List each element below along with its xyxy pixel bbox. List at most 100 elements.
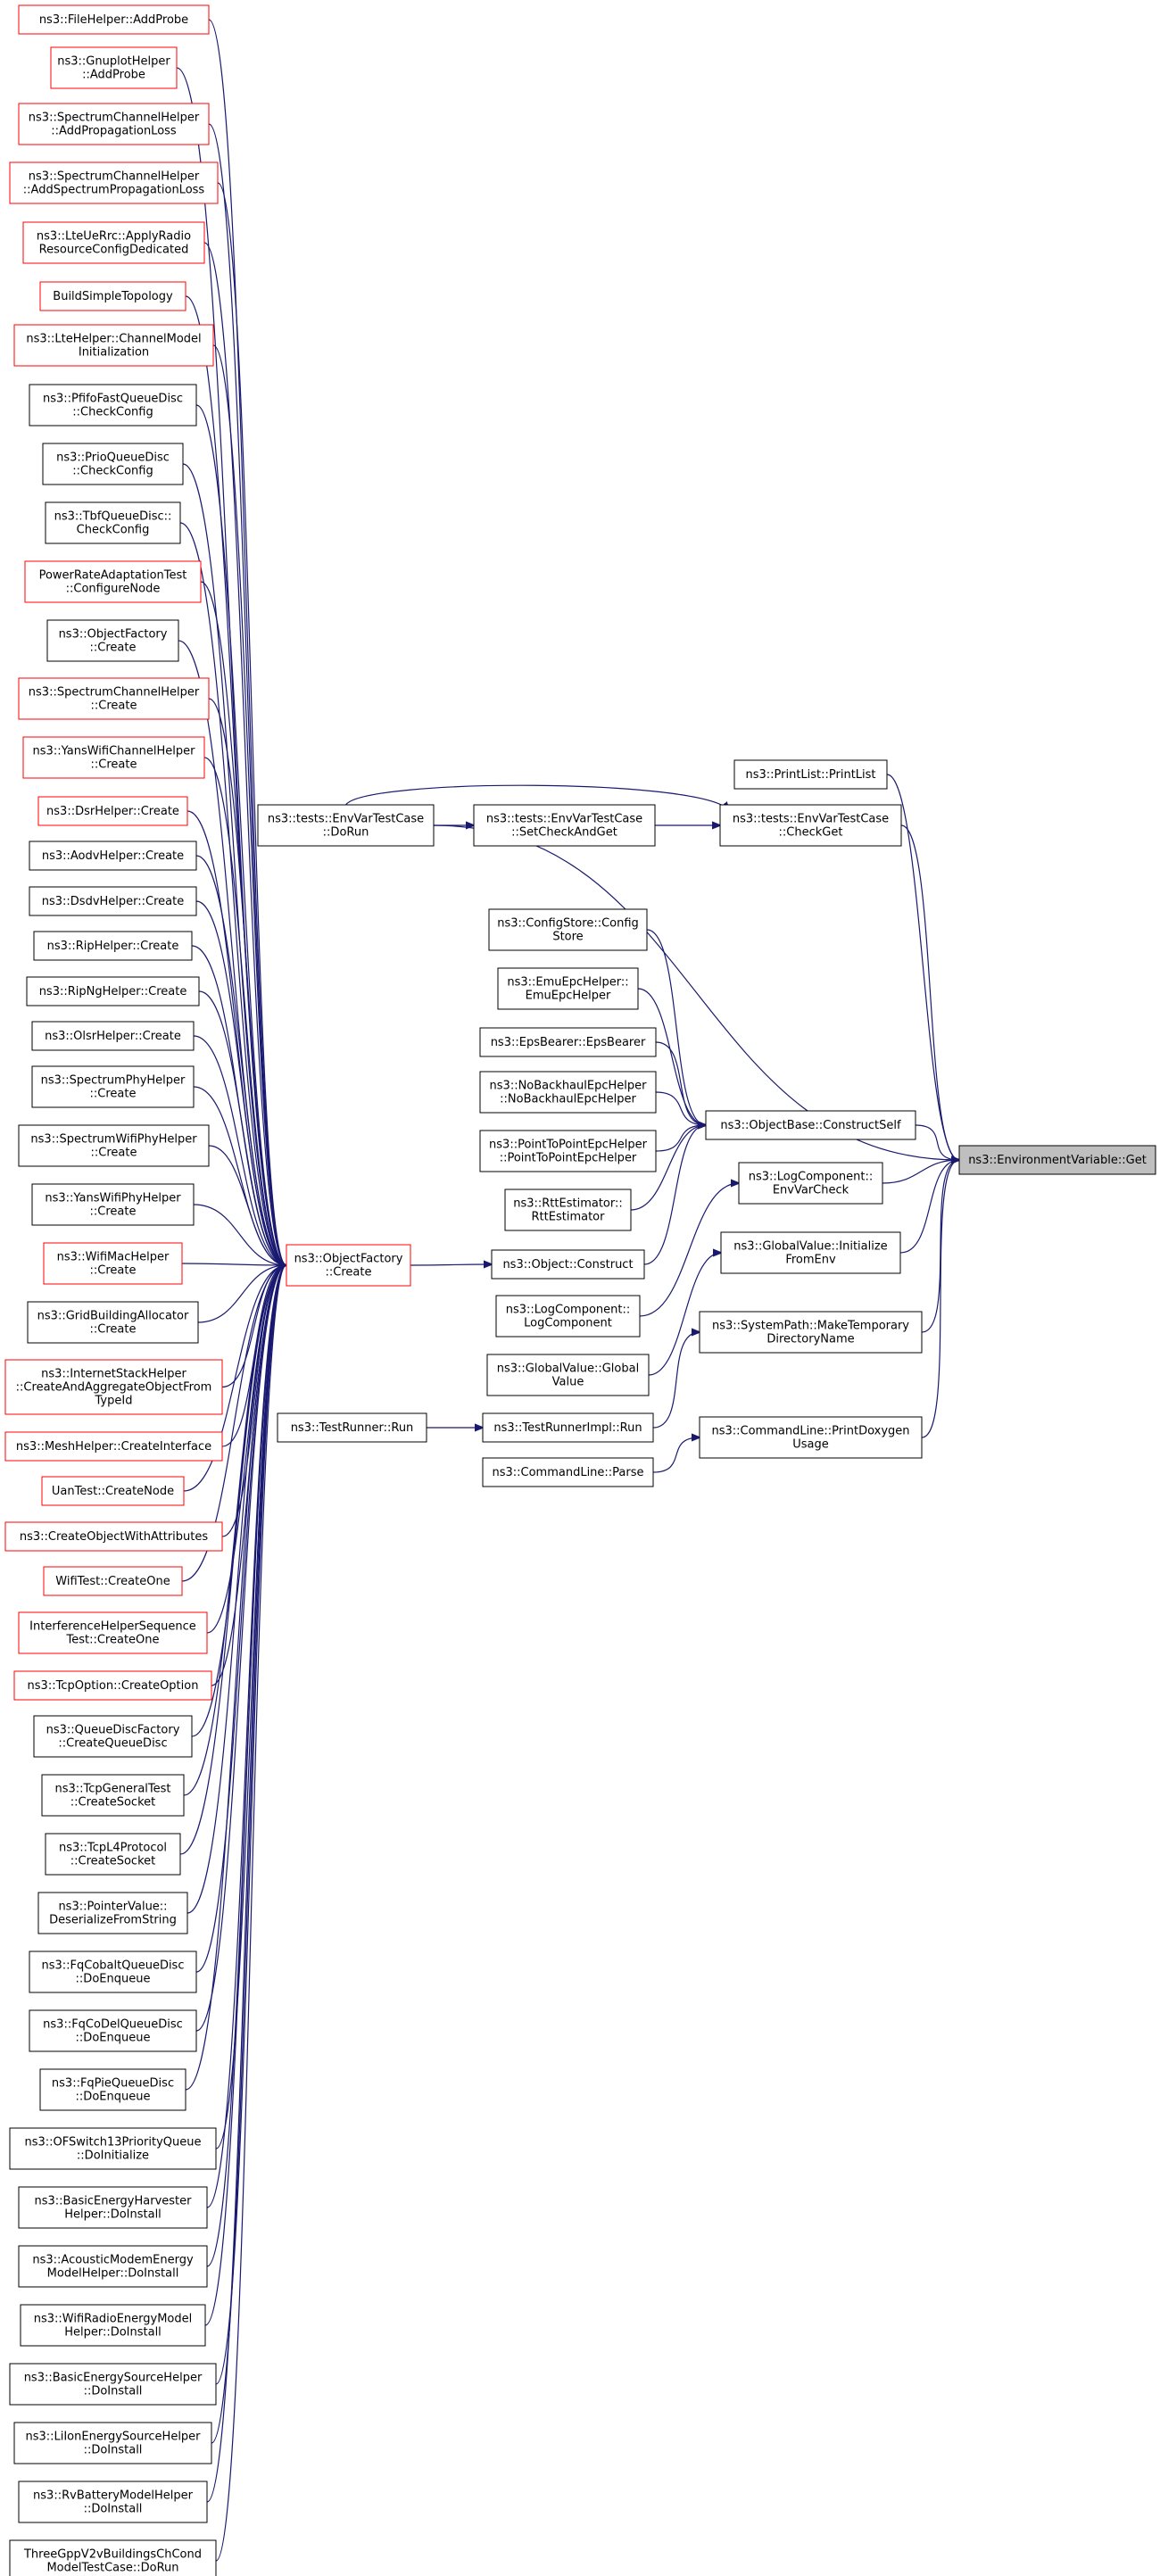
node-specphy-create[interactable]: ns3::SpectrumPhyHelper::Create (31, 1065, 195, 1108)
node-constructself[interactable]: ns3::ObjectBase::ConstructSelf (705, 1110, 916, 1140)
node-nobackhaul[interactable]: ns3::NoBackhaulEpcHelper::NoBackhaulEpcH… (479, 1071, 657, 1114)
node-checkget[interactable]: ns3::tests::EnvVarTestCase::CheckGet (719, 804, 902, 847)
node-inetstack[interactable]: ns3::InternetStackHelper::CreateAndAggre… (4, 1359, 223, 1415)
node-ofswitch[interactable]: ns3::OFSwitch13PriorityQueue::DoInitiali… (9, 2127, 217, 2170)
node-fh-addprobe[interactable]: ns3::FileHelper::AddProbe (18, 4, 210, 35)
node-tcpoption[interactable]: ns3::TcpOption::CreateOption (13, 1670, 212, 1701)
node-box (504, 1189, 632, 1231)
node-label-line: ns3::TcpOption::CreateOption (28, 1679, 199, 1693)
node-yans-ch-create[interactable]: ns3::YansWifiChannelHelper::Create (22, 736, 205, 779)
node-liion[interactable]: ns3::LiIonEnergySourceHelper::DoInstall (13, 2422, 212, 2464)
node-setcheckandget[interactable]: ns3::tests::EnvVarTestCase::SetCheckAndG… (473, 804, 656, 847)
node-rttestimator[interactable]: ns3::RttEstimator::RttEstimator (504, 1189, 632, 1231)
node-dsr-create[interactable]: ns3::DsrHelper::Create (37, 796, 188, 826)
node-label-line: ns3::NoBackhaulEpcHelper (490, 1080, 648, 1093)
node-label-line: ::DoEnqueue (76, 2091, 151, 2104)
node-cmdline-parse[interactable]: ns3::CommandLine::Parse (482, 1457, 654, 1487)
node-yanswifiphy-create[interactable]: ns3::YansWifiPhyHelper::Create (31, 1183, 195, 1226)
node-box (738, 1162, 883, 1205)
edge-rvbattery-to-objfactory_create (206, 1265, 286, 2503)
node-box (20, 2304, 206, 2347)
node-lterrc-apply[interactable]: ns3::LteUeRrc::ApplyRadioResourceConfigD… (22, 221, 205, 264)
edge-pointervalue-to-objfactory_create (186, 1265, 286, 1914)
node-createobjattr[interactable]: ns3::CreateObjectWithAttributes (4, 1521, 223, 1552)
node-label-line: ns3::WifiMacHelper (57, 1251, 170, 1264)
node-maketempdir[interactable]: ns3::SystemPath::MakeTemporaryDirectoryN… (699, 1311, 923, 1354)
node-fqpie[interactable]: ns3::FqPieQueueDisc::DoEnqueue (39, 2068, 186, 2111)
node-box (41, 1774, 185, 1817)
node-tcpl4[interactable]: ns3::TcpL4Protocol::CreateSocket (45, 1833, 181, 1876)
node-envvar-get[interactable]: ns3::EnvironmentVariable::Get (958, 1145, 1156, 1175)
node-acoustic[interactable]: ns3::AcousticModemEnergyModelHelper::DoI… (18, 2245, 208, 2288)
node-gp-addprobe[interactable]: ns3::GnuplotHelper::AddProbe (50, 46, 178, 89)
node-tbf-check[interactable]: ns3::TbfQueueDisc::CheckConfig (45, 501, 181, 544)
node-fqcobalt[interactable]: ns3::FqCobaltQueueDisc::DoEnqueue (29, 1951, 197, 1993)
node-buildsimple[interactable]: BuildSimpleTopology (39, 281, 186, 311)
node-logcomponent-ctor[interactable]: ns3::LogComponent::LogComponent (495, 1295, 641, 1338)
node-box (39, 281, 186, 311)
node-box (699, 1416, 923, 1459)
node-dsdv-create[interactable]: ns3::DsdvHelper::Create (29, 886, 197, 916)
node-label-line: ::Create (326, 1266, 372, 1280)
node-objfactory-create[interactable]: ns3::ObjectFactory::Create (286, 1244, 411, 1287)
node-box (18, 1124, 210, 1167)
node-lte-channelmodel[interactable]: ns3::LteHelper::ChannelModelInitializati… (13, 324, 214, 367)
node-envvarcheck[interactable]: ns3::LogComponent::EnvVarCheck (738, 1162, 883, 1205)
node-printlist[interactable]: ns3::PrintList::PrintList (733, 759, 888, 790)
node-fqcodel[interactable]: ns3::FqCoDelQueueDisc::DoEnqueue (29, 2009, 197, 2052)
node-sch-create[interactable]: ns3::SpectrumChannelHelper::Create (18, 677, 210, 720)
node-epsbearer[interactable]: ns3::EpsBearer::EpsBearer (479, 1027, 657, 1057)
node-qdiscfactory[interactable]: ns3::QueueDiscFactory::CreateQueueDisc (33, 1715, 193, 1758)
node-rip-create[interactable]: ns3::RipHelper::Create (33, 931, 193, 961)
node-wifitest-createone[interactable]: WifiTest::CreateOne (43, 1566, 183, 1596)
node-uan-createnode[interactable]: UanTest::CreateNode (41, 1476, 185, 1506)
node-basicsource[interactable]: ns3::BasicEnergySourceHelper::DoInstall (9, 2363, 217, 2406)
node-configstore[interactable]: ns3::ConfigStore::ConfigStore (488, 908, 648, 951)
node-specwifiphy-create[interactable]: ns3::SpectrumWifiPhyHelper::Create (18, 1124, 210, 1167)
node-label-line: RttEstimator (532, 1211, 606, 1224)
node-testrunner-run[interactable]: ns3::TestRunner::Run (277, 1412, 427, 1443)
node-emuepc[interactable]: ns3::EmuEpcHelper::EmuEpcHelper (497, 967, 639, 1010)
node-pointervalue[interactable]: ns3::PointerValue::DeserializeFromString (37, 1892, 188, 1934)
node-gridbuilding[interactable]: ns3::GridBuildingAllocator::Create (27, 1301, 199, 1344)
node-label-line: Initialization (79, 346, 149, 360)
node-label-line: ::NoBackhaulEpcHelper (500, 1093, 636, 1106)
node-powerrate[interactable]: PowerRateAdaptationTest::ConfigureNode (24, 560, 202, 603)
node-interference[interactable]: InterferenceHelperSequenceTest::CreateOn… (18, 1611, 208, 1654)
node-sch-addspecprop[interactable]: ns3::SpectrumChannelHelper::AddSpectrumP… (9, 162, 219, 204)
node-box (31, 1021, 195, 1051)
node-label-line: UanTest::CreateNode (52, 1485, 174, 1498)
node-mesh-createif[interactable]: ns3::MeshHelper::CreateInterface (4, 1431, 223, 1462)
node-tcpgeneral[interactable]: ns3::TcpGeneralTest::CreateSocket (41, 1774, 185, 1817)
node-label-line: ::AddPropagationLoss (51, 125, 177, 138)
node-label-line: ns3::FqCoDelQueueDisc (43, 2018, 183, 2032)
node-label-line: ::Create (90, 1323, 137, 1337)
node-object-construct[interactable]: ns3::Object::Construct (491, 1249, 645, 1280)
node-olsr-create[interactable]: ns3::OlsrHelper::Create (31, 1021, 195, 1051)
node-prio-check[interactable]: ns3::PrioQueueDisc::CheckConfig (42, 443, 184, 485)
node-label-line: ::AddProbe (82, 69, 145, 82)
node-sch-addproploss[interactable]: ns3::SpectrumChannelHelper::AddPropagati… (18, 103, 210, 145)
node-testrunnerimpl[interactable]: ns3::TestRunnerImpl::Run (482, 1412, 654, 1443)
node-globalvalue-ctor[interactable]: ns3::GlobalValue::GlobalValue (486, 1354, 650, 1396)
node-aodv-create[interactable]: ns3::AodvHelper::Create (29, 841, 197, 871)
node-label-line: ns3::FqCobaltQueueDisc (42, 1959, 185, 1973)
node-pfifo-check[interactable]: ns3::PfifoFastQueueDisc::CheckConfig (29, 384, 197, 427)
node-threegpp[interactable]: ThreeGppV2vBuildingsChCondModelTestCase:… (9, 2539, 217, 2576)
node-basicharvester[interactable]: ns3::BasicEnergyHarvesterHelper::DoInsta… (18, 2186, 208, 2229)
node-ripng-create[interactable]: ns3::RipNgHelper::Create (26, 976, 200, 1006)
edge-buildsimple-to-objfactory_create (185, 295, 286, 1265)
node-objfactory-create-l[interactable]: ns3::ObjectFactory::Create (46, 619, 179, 662)
edge-olsr_create-to-objfactory_create (193, 1035, 286, 1265)
node-wifimac-create[interactable]: ns3::WifiMacHelper::Create (43, 1242, 183, 1285)
node-label-line: ::ConfigureNode (66, 583, 161, 596)
edges (176, 19, 959, 2562)
edge-objfactory_create-to-object_construct (410, 1264, 492, 1265)
node-label-line: ns3::FileHelper::AddProbe (39, 13, 188, 27)
node-wifiradio[interactable]: ns3::WifiRadioEnergyModelHelper::DoInsta… (20, 2304, 206, 2347)
node-p2pepc[interactable]: ns3::PointToPointEpcHelper::PointToPoint… (479, 1130, 657, 1172)
node-rvbattery[interactable]: ns3::RvBatteryModelHelper::DoInstall (18, 2481, 208, 2523)
node-envvar-dorun[interactable]: ns3::tests::EnvVarTestCase::DoRun (257, 804, 435, 847)
